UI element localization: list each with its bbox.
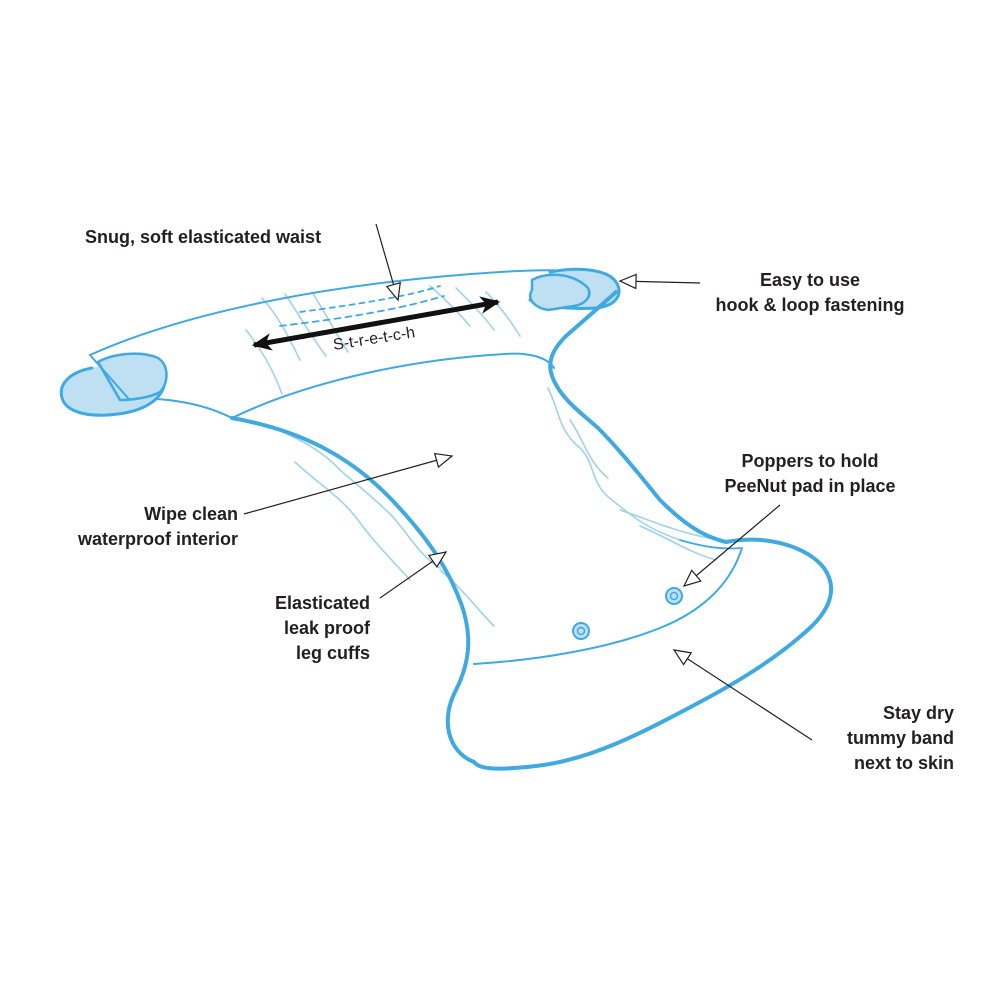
poppers-pointer <box>682 504 781 587</box>
interior-callout-line: Wipe clean <box>144 504 238 524</box>
leg-cuffs-callout-line: leg cuffs <box>295 643 370 663</box>
right-side-contour <box>548 290 728 544</box>
leg-cuffs-callout-line: Elasticated <box>274 593 370 613</box>
fabric-wrinkles <box>245 285 721 627</box>
tummy-band-pointer <box>672 649 813 741</box>
waistband-inner-edge <box>231 352 555 419</box>
fastening-callout-line: Easy to use <box>759 270 861 290</box>
leg-cuffs-pointer <box>379 551 448 599</box>
poppers-callout: Poppers to hold PeeNut pad in place <box>690 449 930 499</box>
tummy-band-callout-line: tummy band <box>846 728 954 748</box>
poppers-callout-line: PeeNut pad in place <box>724 476 896 496</box>
popper-lower <box>572 622 590 640</box>
fastening-callout-line: hook & loop fastening <box>715 295 905 315</box>
nappy-illustration <box>59 267 834 771</box>
stretch-arrow: S-t-r-e-t-c-h <box>251 296 501 354</box>
tummy-band-seam <box>473 547 743 665</box>
poppers-callout-line: Poppers to hold <box>741 451 879 471</box>
pointer-lines <box>243 223 813 741</box>
left-leg-contour <box>230 416 476 764</box>
interior-pointer <box>243 452 454 515</box>
tummy-band-callout-line: next to skin <box>853 753 954 773</box>
waist-pointer <box>375 223 401 302</box>
tummy-band-callout: Stay dry tummy band next to skin <box>760 701 954 776</box>
leg-cuffs-callout-line: leak proof <box>283 618 370 638</box>
interior-callout-line: waterproof interior <box>77 529 238 549</box>
inner-right-seam <box>679 539 741 550</box>
fastening-pointer <box>618 273 701 290</box>
tummy-panel-outline <box>472 537 834 771</box>
waist-callout-line: Snug, soft elasticated waist <box>85 227 322 247</box>
waist-callout: Snug, soft elasticated waist <box>85 225 321 250</box>
right-tab-panel <box>529 273 591 312</box>
tummy-band-callout-line: Stay dry <box>882 703 954 723</box>
fastening-callout: Easy to use hook & loop fastening <box>690 268 930 318</box>
left-tab-panel <box>96 352 168 402</box>
interior-callout: Wipe clean waterproof interior <box>20 502 238 552</box>
popper-upper <box>665 587 683 605</box>
leg-cuffs-callout: Elasticated leak proof leg cuffs <box>200 591 370 666</box>
